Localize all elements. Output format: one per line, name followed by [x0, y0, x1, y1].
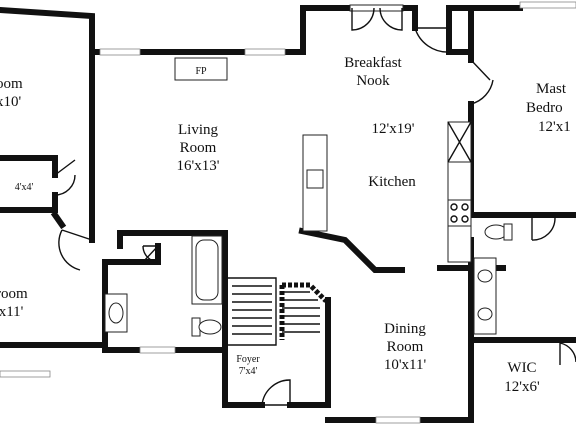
french-doors	[349, 4, 404, 31]
living-room-size: 16'x13'	[177, 158, 220, 174]
bedroom-top-left-name: oom	[0, 76, 23, 92]
master-bedroom-name-2: Bedro	[526, 100, 563, 116]
master-bedroom-name-1: Mast	[536, 81, 567, 97]
foyer-size: 7'x4'	[239, 366, 258, 377]
room-labels: oom x10' 4'x4' room 'x11' Living Room 16…	[0, 55, 571, 395]
stove-icon	[447, 199, 472, 227]
staircase	[225, 277, 328, 346]
dining-room-name-1: Dining	[384, 321, 426, 337]
breakfast-nook-size: 12'x19'	[372, 121, 415, 137]
walls	[0, 5, 576, 423]
bedroom-bottom-left-size: 'x11'	[0, 304, 24, 320]
master-bedroom-size: 12'x1	[538, 119, 571, 135]
dining-room-size: 10'x11'	[384, 357, 427, 373]
kitchen-sink-icon	[306, 169, 324, 189]
door-swings	[54, 27, 576, 406]
kitchen-name: Kitchen	[368, 174, 416, 190]
wic-size: 12'x6'	[504, 379, 540, 395]
living-room-name-1: Living	[178, 122, 218, 138]
closet-size: 4'x4'	[15, 182, 34, 193]
living-room-name-2: Room	[180, 140, 217, 156]
kitchen-fixtures	[302, 121, 472, 263]
fireplace-box	[174, 57, 228, 81]
fireplace: FP	[174, 57, 228, 81]
dining-room-name-2: Room	[387, 339, 424, 355]
bath-fixtures	[104, 223, 513, 337]
fireplace-label: FP	[195, 66, 207, 77]
bedroom-bottom-left-name: room	[0, 286, 28, 302]
foyer-name: Foyer	[236, 354, 260, 365]
windows	[0, 1, 576, 424]
vanity-master-icon	[473, 257, 497, 335]
breakfast-nook-name-2: Nook	[356, 73, 390, 89]
breakfast-nook-name-1: Breakfast	[344, 55, 402, 71]
bedroom-top-left-size: x10'	[0, 94, 22, 110]
wic-name: WIC	[507, 360, 536, 376]
